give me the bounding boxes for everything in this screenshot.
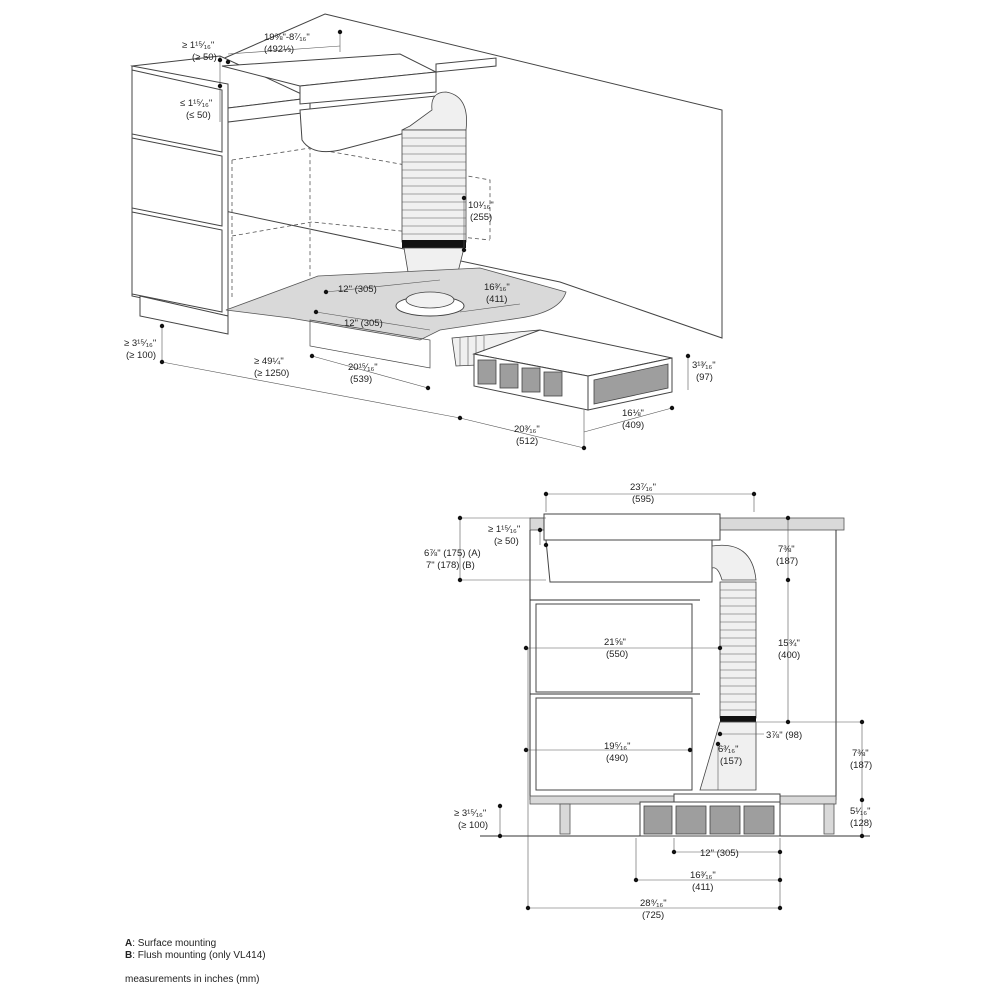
plinth-box-grille [477, 359, 669, 405]
section-drawer-lower [535, 697, 693, 791]
section-dimension-dots [457, 491, 865, 911]
iso-dim-width-top: 19⅜"-8⁷⁄₁₆" [264, 32, 310, 43]
section-duct-elbow [711, 544, 757, 581]
iso-dimension-lines [161, 30, 689, 449]
duct-ribs [402, 137, 466, 235]
sec-dim-duct-length: 15¾" [778, 638, 800, 649]
sec-dim-duct-length-mm: (400) [778, 650, 800, 661]
cabinet [131, 65, 491, 335]
section-cooktop [543, 513, 721, 541]
iso-dim-side-max-mm: (≤ 50) [186, 110, 211, 121]
sec-dim-offset: 3⅞" (98) [766, 730, 802, 741]
legend-item-a: A: Surface mounting [125, 938, 217, 949]
sec-dim-plinth-right: 5¹⁄₁₆" [850, 806, 870, 817]
sec-dim-drawer-upper: 21⅝" [604, 637, 626, 648]
iso-dim-total-min: ≥ 49¼" [254, 356, 284, 367]
sec-dim-plinth-min: ≥ 3¹⁵⁄₁₆" [454, 808, 486, 819]
vertical-duct-elbow [401, 91, 467, 131]
sec-dim-box-16: 16³⁄₁₆" [690, 870, 716, 881]
section-duct-ribs [720, 589, 756, 711]
section-view: 23⁷⁄₁₆" (595) ≥ 1¹⁵⁄₁₆" (≥ 50) 6⅞" (175)… [424, 482, 872, 921]
legend: A: Surface mounting B: Flush mounting (o… [125, 938, 266, 986]
sec-dim-box-12: 12" (305) [700, 848, 739, 859]
section-leg-right [823, 803, 835, 835]
iso-dim-box-height: 3¹³⁄₁₆" [692, 360, 716, 371]
sec-dim-min-gap: ≥ 1¹⁵⁄₁₆" [488, 524, 520, 535]
floor-plate [225, 267, 567, 341]
sec-dim-drawer-lower-mm: (490) [606, 753, 628, 764]
sec-dim-total: 28⁹⁄₁₆" [640, 898, 667, 909]
iso-dim-depth-b: 20³⁄₁₆" [514, 424, 540, 435]
section-blower [545, 539, 713, 583]
sec-dim-drawer-upper-mm: (550) [606, 649, 628, 660]
iso-dim-plate-width: 16³⁄₁₆" [484, 282, 510, 293]
legend-item-b: B: Flush mounting (only VL414) [125, 950, 266, 961]
sec-dim-right-lower: 7⅜" [852, 748, 869, 759]
iso-dim-plate-a: 12" (305) [338, 284, 377, 295]
iso-dim-side-max: ≤ 1¹⁵⁄₁₆" [180, 98, 212, 109]
sec-dim-box-16-mm: (411) [692, 882, 713, 893]
section-countertop-right [719, 517, 845, 531]
iso-dim-cooktop-depth-mm: (≥ 50) [192, 52, 217, 63]
section-duct-black-band [720, 716, 756, 722]
sec-dim-right-top-mm: (187) [776, 556, 798, 567]
iso-dim-plinth-min-mm: (≥ 100) [126, 350, 156, 361]
legend-units: measurements in inches (mm) [125, 974, 260, 985]
section-plinth-box [639, 801, 781, 837]
sec-dim-drawer-lower: 19⁵⁄₁₆" [604, 741, 631, 752]
sec-dim-total-mm: (725) [642, 910, 664, 921]
iso-dim-box-height-mm: (97) [696, 372, 713, 383]
sec-dim-right-lower-mm: (187) [850, 760, 872, 771]
sec-dim-depth-a: 6⅞" (175) (A) [424, 548, 481, 559]
iso-dim-duct-height-mm: (255) [470, 212, 492, 223]
sec-dim-top-width: 23⁷⁄₁₆" [630, 482, 656, 493]
iso-dim-depth-a: 20¹⁵⁄₁₆" [348, 362, 378, 373]
sec-dim-plinth-right-mm: (128) [850, 818, 872, 829]
iso-dim-cooktop-depth: ≥ 1¹⁵⁄₁₆" [182, 40, 214, 51]
sec-dim-plinth-min-mm: (≥ 100) [458, 820, 488, 831]
iso-dim-duct-height: 10¹⁄₁₆" [468, 200, 494, 211]
iso-dim-plate-width-mm: (411) [486, 294, 507, 305]
iso-dim-width-top-mm: (492⅓) [264, 44, 294, 55]
blower-housing [299, 95, 437, 153]
sec-dim-top-width-mm: (595) [632, 494, 654, 505]
sec-dim-depth-b: 7" (178) (B) [426, 560, 475, 571]
iso-dim-plate-b: 12" (305) [344, 318, 383, 329]
sec-dim-adapter: 6³⁄₁₆" [718, 744, 738, 755]
iso-dim-depth-a-mm: (539) [350, 374, 372, 385]
section-leg-left [559, 803, 571, 835]
duct-black-band [402, 240, 466, 248]
sec-dim-min-gap-mm: (≥ 50) [494, 536, 519, 547]
section-dimension-lines [459, 493, 863, 909]
iso-dim-box-width: 16⅛" [622, 408, 644, 419]
section-vertical-duct [719, 581, 757, 719]
section-countertop-left [529, 517, 545, 531]
sec-dim-adapter-mm: (157) [720, 756, 742, 767]
sec-dim-right-top: 7⅜" [778, 544, 795, 555]
isometric-view: ≥ 1¹⁵⁄₁₆" (≥ 50) 19⅜"-8⁷⁄₁₆" (492⅓) ≤ 1¹… [124, 13, 723, 451]
iso-dimension-dots [159, 29, 691, 451]
iso-dim-depth-b-mm: (512) [516, 436, 538, 447]
iso-dim-plinth-min: ≥ 3¹⁵⁄₁₆" [124, 338, 156, 349]
iso-dim-box-width-mm: (409) [622, 420, 644, 431]
iso-dim-total-min-mm: (≥ 1250) [254, 368, 289, 379]
